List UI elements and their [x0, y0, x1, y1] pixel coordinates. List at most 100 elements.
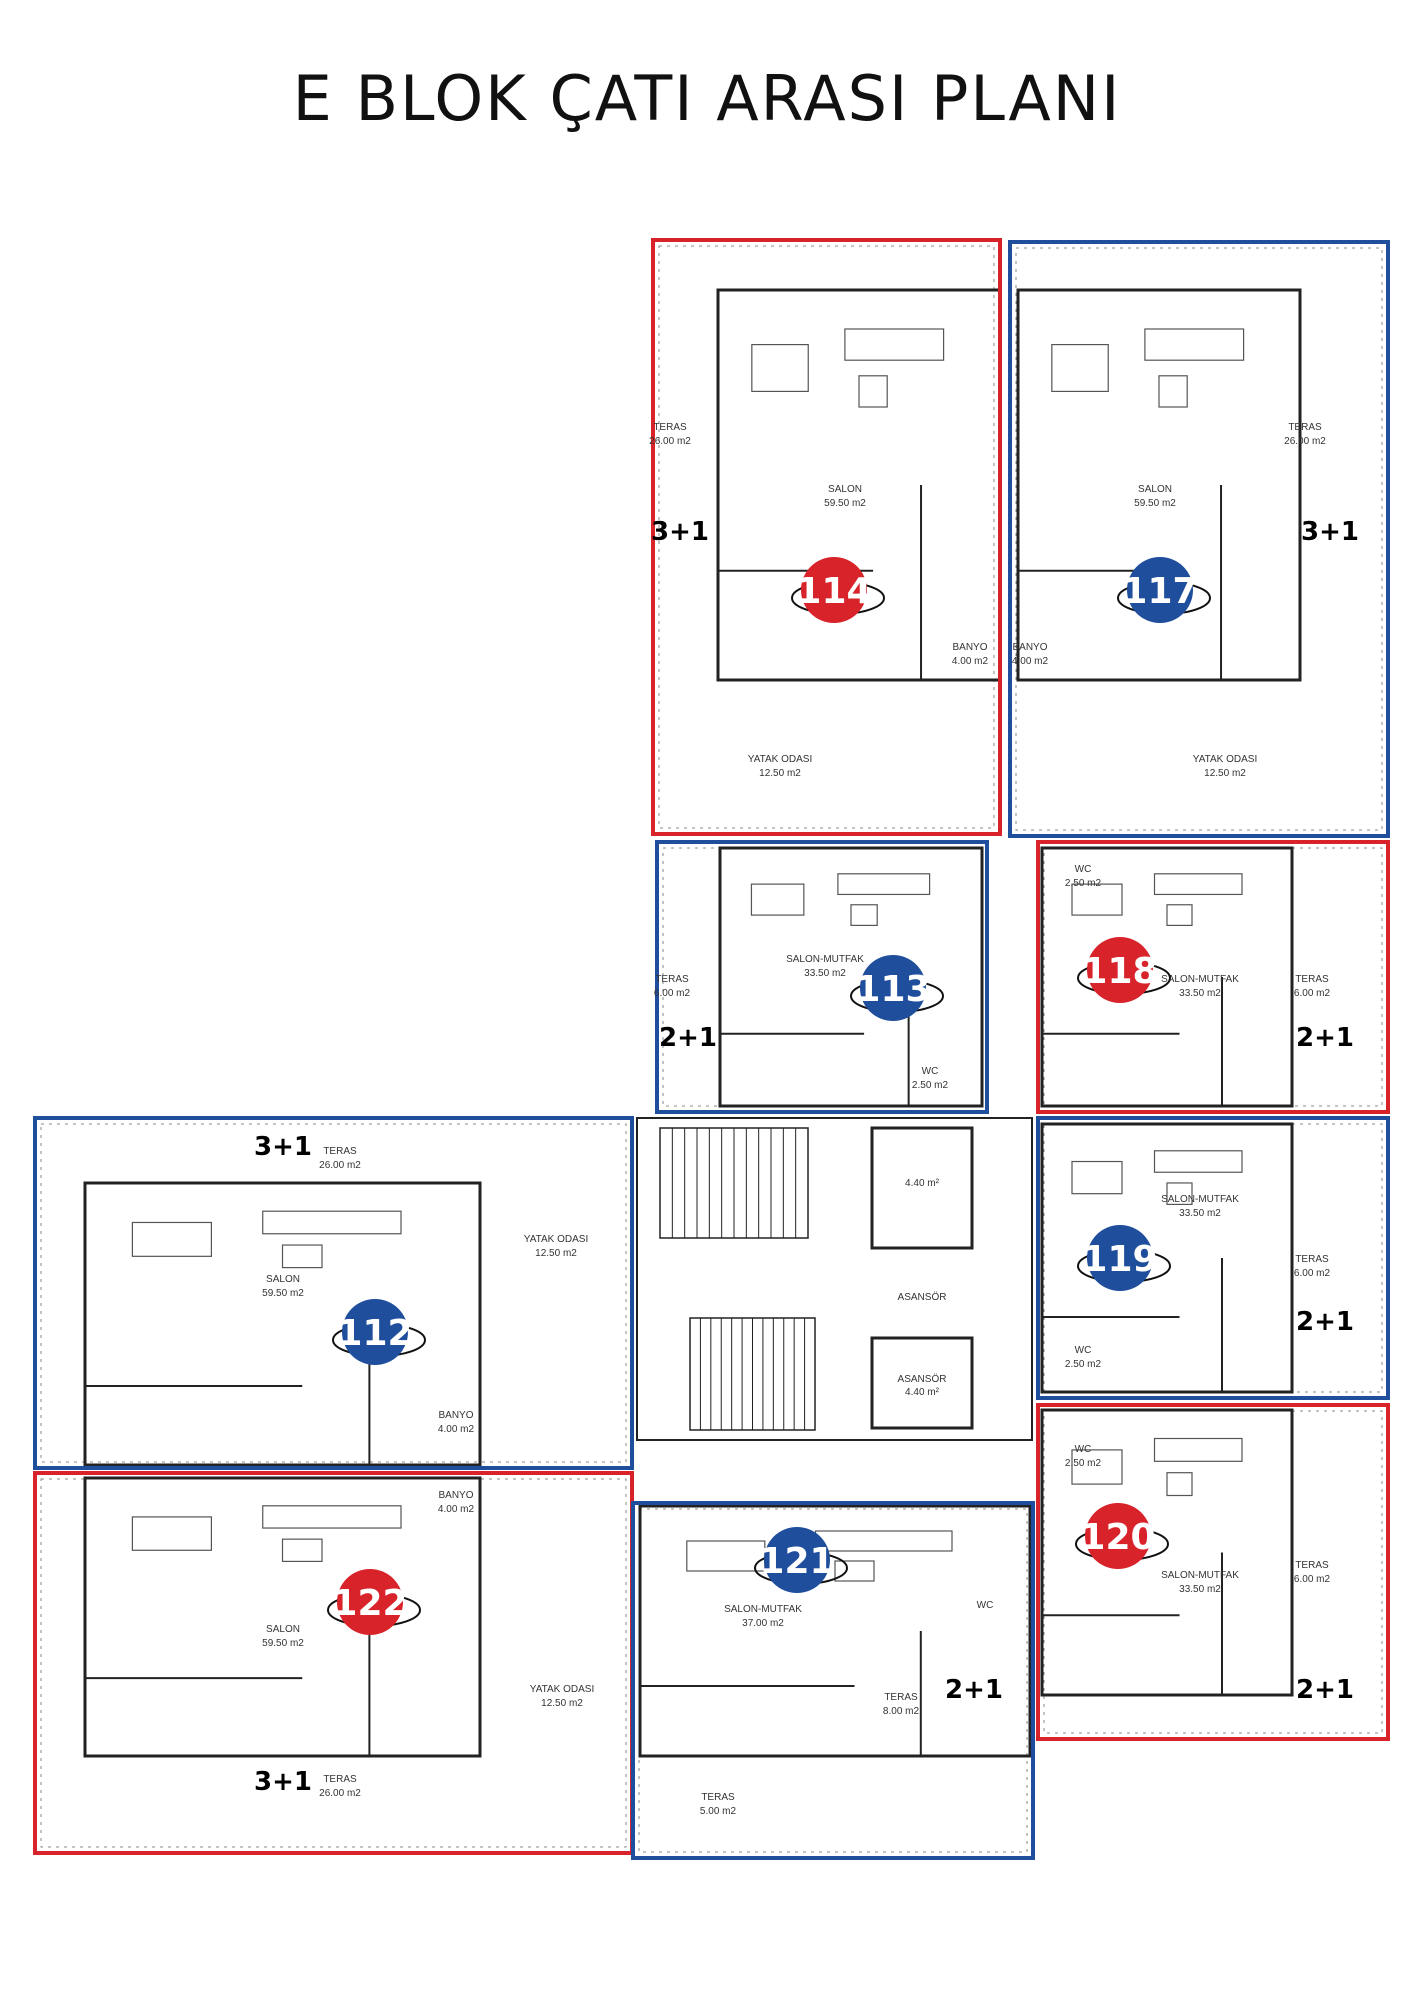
dining-table	[751, 344, 809, 393]
unit-type: 3+1	[1301, 517, 1359, 547]
room-label: 26.00 m2	[1284, 436, 1326, 447]
room-label: 26.00 m2	[649, 436, 691, 447]
unit-number: 120	[1080, 1517, 1155, 1558]
room-label: TERAS	[323, 1146, 357, 1157]
elevator-shaft	[870, 1126, 974, 1250]
sofa	[844, 328, 945, 361]
sofa	[262, 1505, 402, 1529]
elevator-label: ASANSÖR	[898, 1291, 947, 1303]
room-label: TERAS	[1295, 974, 1329, 985]
sofa	[837, 873, 931, 896]
room-label: TERAS	[1295, 1560, 1329, 1571]
room-label: WC	[922, 1066, 939, 1077]
room-label: 4.00 m2	[1012, 656, 1049, 667]
unit-frame	[1036, 1403, 1390, 1741]
room-label: 6.00 m2	[1294, 1574, 1331, 1585]
coffee-table	[1158, 375, 1188, 408]
room-label: 26.00 m2	[319, 1788, 361, 1799]
dining-table	[131, 1221, 212, 1257]
room-label: 33.50 m2	[1179, 988, 1221, 999]
room-label: 2.50 m2	[1065, 878, 1102, 889]
apartment-walls	[1016, 288, 1302, 682]
dining-table	[686, 1540, 766, 1572]
apartment-walls	[638, 1504, 1032, 1758]
unit-badge	[1085, 1503, 1151, 1569]
room-label: 4.00 m2	[438, 1504, 475, 1515]
room-label: 6.00 m2	[1294, 988, 1331, 999]
unit-frame	[651, 238, 1002, 836]
unit-number: 119	[1082, 1239, 1157, 1280]
unit-type: 2+1	[1296, 1023, 1354, 1053]
apartment-walls	[83, 1476, 482, 1758]
elevator-label: ASANSÖR	[898, 1373, 947, 1385]
room-label: YATAK ODASI	[524, 1234, 588, 1245]
dining-table	[1071, 1449, 1123, 1485]
room-label: 4.00 m2	[438, 1424, 475, 1435]
unit-frame	[1008, 240, 1390, 838]
dining-table	[750, 883, 805, 916]
unit-type: 2+1	[1296, 1675, 1354, 1705]
unit-frame	[1036, 1116, 1390, 1400]
elevator-area: 4.40 m²	[905, 1387, 940, 1398]
unit-frame	[1036, 840, 1390, 1114]
room-label: BANYO	[438, 1490, 473, 1501]
room-label: WC	[1075, 1345, 1092, 1356]
stair-core: ASANSÖR 4.40 m² ASANSÖR 4.40 m²	[636, 1117, 1033, 1441]
room-label: 4.00 m2	[952, 656, 989, 667]
room-label: SALON-MUTFAK	[786, 954, 864, 965]
room-label: SALON	[266, 1274, 300, 1285]
unit-type: 3+1	[254, 1767, 312, 1797]
coffee-table	[1166, 1182, 1193, 1205]
elevator-area: 4.40 m²	[905, 1178, 940, 1189]
room-label: 33.50 m2	[1179, 1584, 1221, 1595]
room-label: TERAS	[653, 422, 687, 433]
unit-badge	[1087, 937, 1153, 1003]
unit-badge	[337, 1569, 403, 1635]
room-label: 12.50 m2	[1204, 768, 1246, 779]
room-label: SALON	[1138, 484, 1172, 495]
apartment-walls	[718, 846, 984, 1108]
dining-table	[1071, 1160, 1123, 1195]
coffee-table	[1166, 1472, 1193, 1497]
unit-number: 118	[1082, 951, 1157, 992]
sofa	[1144, 328, 1245, 361]
unit-number: 113	[855, 969, 930, 1010]
unit-badge	[1127, 557, 1193, 623]
room-label: 12.50 m2	[541, 1698, 583, 1709]
room-label: SALON-MUTFAK	[724, 1604, 802, 1615]
unit-type: 3+1	[254, 1132, 312, 1162]
room-label: TERAS	[1288, 422, 1322, 433]
room-label: SALON-MUTFAK	[1161, 1570, 1239, 1581]
room-label: TERAS	[701, 1792, 735, 1803]
room-label: 12.50 m2	[535, 1248, 577, 1259]
room-label: YATAK ODASI	[1193, 754, 1257, 765]
sofa	[1153, 1437, 1243, 1462]
room-label: BANYO	[1012, 642, 1047, 653]
unit-frame	[655, 840, 989, 1114]
unit-number: 112	[337, 1313, 412, 1354]
room-label: 8.00 m2	[883, 1706, 920, 1717]
terrace-edge	[40, 1478, 627, 1848]
coffee-table	[858, 375, 888, 408]
room-label: 5.00 m2	[700, 1806, 737, 1817]
unit-badge	[860, 955, 926, 1021]
room-label: 33.50 m2	[1179, 1208, 1221, 1219]
room-label: TERAS	[884, 1692, 918, 1703]
coffee-table	[1166, 904, 1193, 927]
sofa	[1153, 873, 1243, 896]
room-label: BANYO	[952, 642, 987, 653]
room-label: SALON	[266, 1624, 300, 1635]
sofa	[1153, 1150, 1243, 1173]
room-label: SALON-MUTFAK	[1161, 1194, 1239, 1205]
unit-frame	[631, 1501, 1035, 1860]
terrace-edge	[40, 1123, 627, 1463]
unit-frame	[33, 1116, 634, 1470]
terrace-edge	[1015, 247, 1383, 831]
room-label: 2.50 m2	[912, 1080, 949, 1091]
